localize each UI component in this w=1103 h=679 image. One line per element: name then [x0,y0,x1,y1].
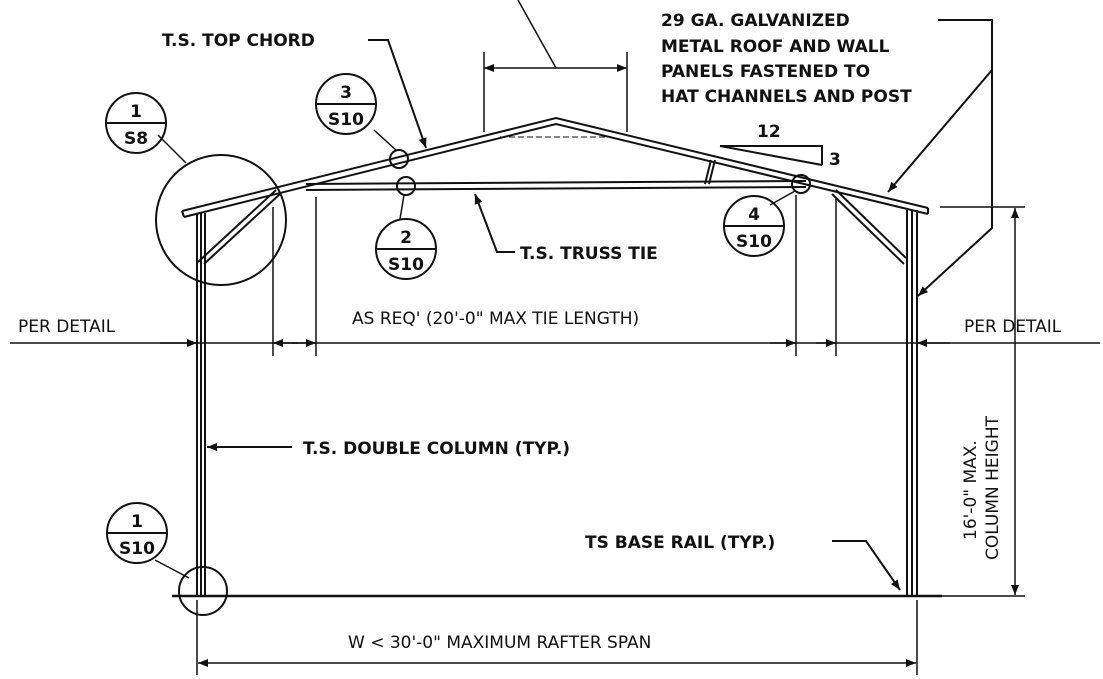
bubble-leader-3 [399,194,405,220]
roof-slope-symbol [719,145,823,166]
truss-tie-label: T.S. TRUSS TIE [520,244,658,264]
detail-bubble-3-s10: 3 S10 [315,73,377,135]
svg-text:S10: S10 [119,539,155,559]
roof-note-line-4: HAT CHANNELS AND POST [661,87,912,107]
tie-length-label: AS REQ' (20'-0" MAX TIE LENGTH) [352,309,639,329]
roof-note-line-3: PANELS FASTENED TO [661,62,870,82]
bubble-leader-5 [154,559,190,579]
ridge-dimension [483,0,628,132]
svg-text:4: 4 [748,205,760,225]
per-detail-right-label: PER DETAIL [964,317,1062,337]
svg-text:S10: S10 [736,232,772,252]
double-column-label: T.S. DOUBLE COLUMN (TYP.) [303,439,570,459]
top-chord-leader [368,39,427,149]
strut [704,159,712,185]
base-rail-label: TS BASE RAIL (TYP.) [585,533,775,553]
left-double-column [196,213,206,596]
detail-bubble-1-s8: 1 S8 [105,92,167,154]
bubble-leader-1 [157,134,187,164]
svg-text:1: 1 [131,512,143,532]
top-chord-label: T.S. TOP CHORD [162,31,315,51]
right-knee-brace [831,189,907,265]
detail-circle-base [178,566,228,616]
per-detail-left-label: PER DETAIL [18,317,116,337]
truss-tie [305,180,807,191]
detail-bubble-2-s10: 2 S10 [375,218,437,280]
left-knee-brace [197,189,281,265]
right-double-column [906,210,918,596]
connection-circle-top [389,149,409,169]
svg-text:1: 1 [130,102,142,122]
column-height-dimension [940,206,1025,597]
bubble-leader-2 [373,129,398,152]
tie-extension-lines [272,195,837,356]
connection-circle-tie-left [396,176,416,196]
roof-note-line-2: METAL ROOF AND WALL [661,37,890,57]
svg-text:S8: S8 [124,129,148,149]
roof-note-leader [887,19,993,297]
svg-text:S10: S10 [328,110,364,130]
roof-note-line-1: 29 GA. GALVANIZED [661,11,850,31]
slope-rise-label: 3 [829,150,841,170]
strut-2 [708,159,716,185]
rafter-span-label: W < 30'-0" MAXIMUM RAFTER SPAN [348,633,651,653]
top-chord [181,116,929,218]
rafter-span-dimension [196,600,918,675]
base-rail-leader [832,540,901,591]
svg-text:S10: S10 [388,255,424,275]
detail-bubble-4-s10: 4 S10 [723,195,785,257]
svg-text:2: 2 [400,228,412,248]
connection-circle-tie-right [791,174,811,194]
truss-tie-leader [474,193,515,253]
detail-circle-eave [155,154,287,286]
column-height-label-2: COLUMN HEIGHT [983,415,1003,560]
slope-run-label: 12 [757,122,781,142]
detail-bubble-1-s10: 1 S10 [106,502,168,564]
svg-text:3: 3 [340,83,352,103]
column-height-label-1: 16'-0" MAX. [961,440,981,540]
